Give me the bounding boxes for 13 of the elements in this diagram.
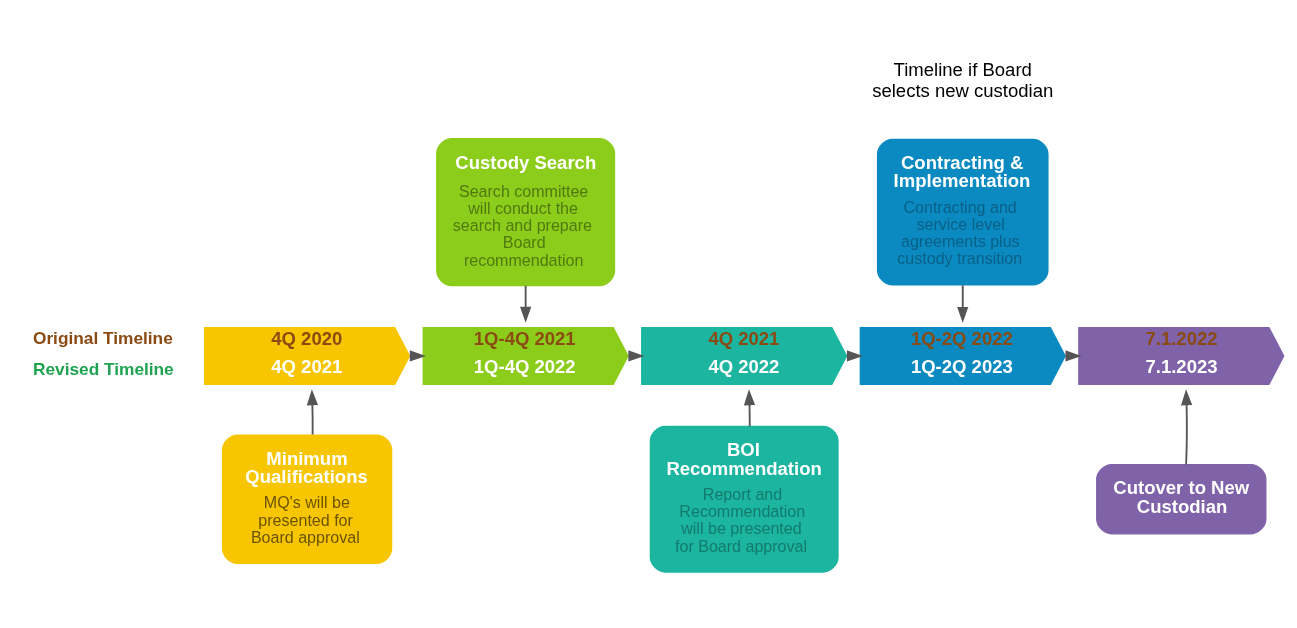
label: Timeline if Board selects new custodian — [872, 58, 1054, 101]
arrow — [1180, 389, 1193, 466]
node-box: BOI Recommendation Report and Recommendation will be presented for Board approval — [649, 425, 839, 573]
node-box: Minimum Qualifications MQ's will be presented for Board approval — [221, 434, 393, 565]
label: Original Timeline — [32, 327, 173, 348]
node-box: Custody Search Search committee will conduct the search and prepare Board recommendation — [436, 138, 616, 287]
label: Revised Timeline — [32, 358, 174, 379]
node-box: Contracting & Implementation Contracting and service level agreements plus custody transition — [876, 138, 1049, 286]
arrow — [306, 389, 319, 436]
arrow — [957, 284, 969, 323]
node-box: Cutover to New Custodian — [1096, 464, 1267, 535]
arrow — [520, 284, 532, 323]
arrow — [743, 389, 756, 428]
